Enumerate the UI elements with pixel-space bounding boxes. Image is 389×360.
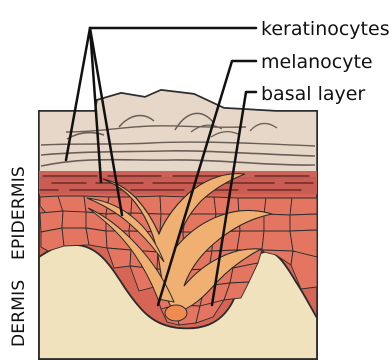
epidermis-label: EPIDERMIS [9, 166, 29, 260]
dermis-label: DERMIS [9, 280, 29, 347]
keratinocytes-label: keratinocytes [261, 18, 389, 40]
melanocyte-label: melanocyte [261, 51, 373, 73]
skin-block: EPIDERMIS DERMIS keratinocytes melanocyt… [9, 18, 389, 359]
basal-layer-label: basal layer [261, 83, 365, 105]
melanocyte-nucleus [165, 305, 187, 321]
